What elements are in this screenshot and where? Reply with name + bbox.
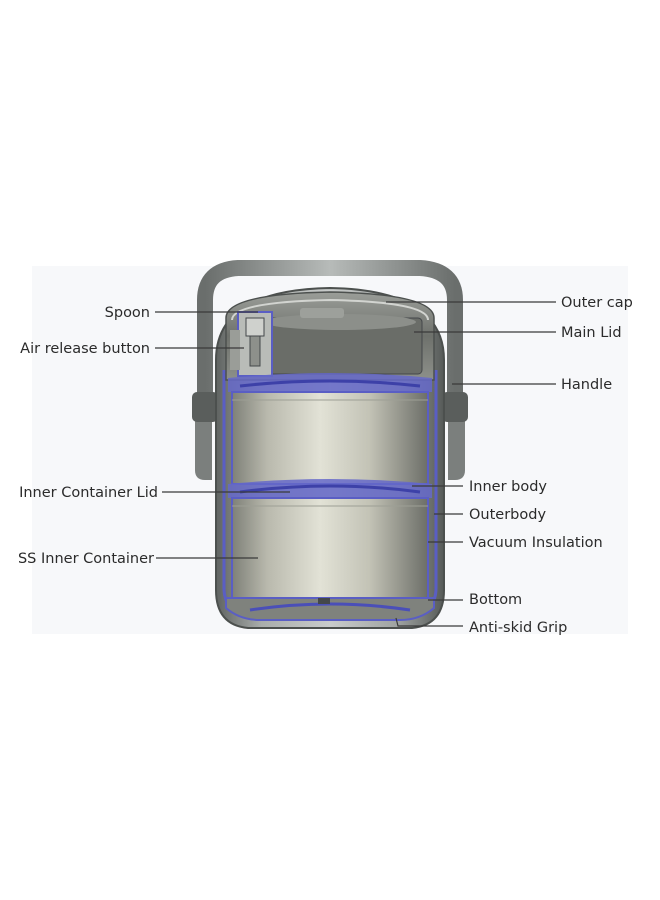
label-air-release-button: Air release button — [20, 341, 150, 357]
label-ss-inner-container: SS Inner Container — [18, 551, 154, 567]
label-main-lid: Main Lid — [561, 325, 622, 341]
label-vacuum-insulation: Vacuum Insulation — [469, 535, 603, 551]
bottom-part — [225, 597, 435, 621]
label-handle: Handle — [561, 377, 612, 393]
outer-cap-part — [225, 291, 435, 381]
label-anti-skid-grip: Anti-skid Grip — [469, 620, 567, 636]
label-bottom: Bottom — [469, 592, 522, 608]
label-outer-cap: Outer cap — [561, 295, 633, 311]
upper-inner-container — [228, 373, 432, 485]
air-release-button-part — [230, 311, 273, 377]
label-inner-container-lid: Inner Container Lid — [19, 485, 158, 501]
handle-part — [192, 260, 468, 480]
label-spoon: Spoon — [105, 305, 150, 321]
label-outerbody: Outerbody — [469, 507, 546, 523]
lower-inner-container — [228, 479, 432, 599]
label-inner-body: Inner body — [469, 479, 547, 495]
